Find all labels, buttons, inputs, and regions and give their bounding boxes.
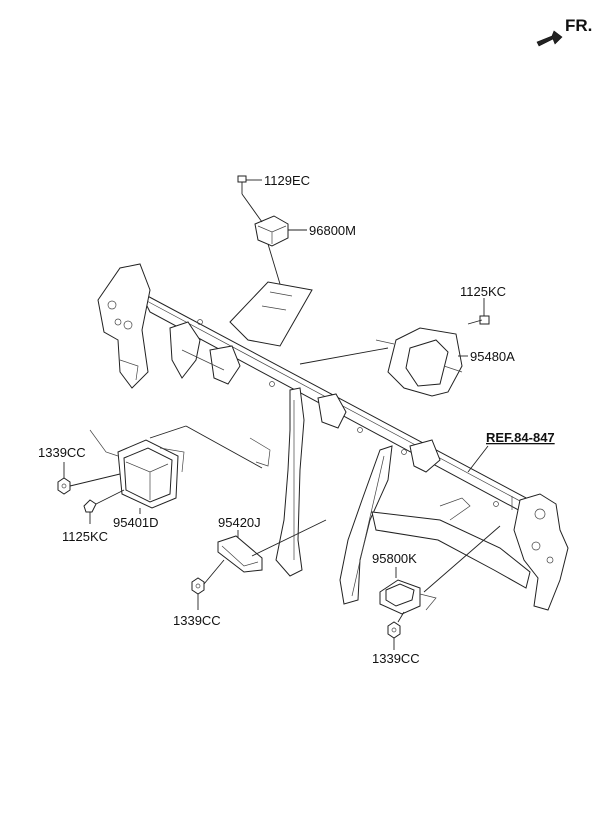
front-direction-indicator: FR. bbox=[536, 16, 592, 47]
front-label: FR. bbox=[565, 16, 592, 35]
cowl-cross-member bbox=[97, 263, 569, 611]
callout-1339cc-center: 1339CC bbox=[173, 613, 221, 628]
module-left: 95401D bbox=[89, 425, 263, 530]
bolt-top: 1129EC bbox=[237, 173, 310, 194]
nut-icon bbox=[387, 621, 401, 639]
callout-95420j: 95420J bbox=[218, 515, 261, 530]
nut-icon bbox=[191, 577, 205, 595]
callout-96800m: 96800M bbox=[309, 223, 356, 238]
callout-1125kc-left: 1125KC bbox=[62, 529, 108, 544]
callout-1339cc-left: 1339CC bbox=[38, 445, 86, 460]
sensor-lower-right: 95800K bbox=[372, 525, 501, 615]
nut-left: 1339CC bbox=[38, 445, 121, 495]
sensor-icon bbox=[254, 215, 289, 247]
nut-lower-right: 1339CC bbox=[372, 611, 420, 666]
callout-95480a: 95480A bbox=[470, 349, 515, 364]
bracket-center: 95420J bbox=[217, 515, 327, 573]
bolt-icon bbox=[83, 499, 97, 513]
nut-icon bbox=[57, 477, 71, 495]
callout-95401d: 95401D bbox=[113, 515, 159, 530]
reference-callout: REF.84-847 bbox=[467, 430, 555, 473]
bolt-icon bbox=[237, 175, 247, 183]
callout-1125kc-right: 1125KC bbox=[460, 284, 506, 299]
reference-label: REF.84-847 bbox=[486, 430, 555, 445]
callout-1129ec: 1129EC bbox=[264, 173, 310, 188]
callout-95800k: 95800K bbox=[372, 551, 417, 566]
sensor-top: 96800M bbox=[241, 193, 356, 285]
callout-1339cc-lower-right: 1339CC bbox=[372, 651, 420, 666]
bracket-icon bbox=[217, 535, 263, 573]
module-right: 95480A bbox=[299, 327, 515, 397]
bolt-right: 1125KC bbox=[460, 284, 506, 325]
bolt-icon bbox=[479, 315, 490, 325]
nut-center: 1339CC bbox=[173, 559, 225, 628]
bolt-left: 1125KC bbox=[62, 489, 125, 544]
front-arrow-icon bbox=[536, 30, 563, 47]
